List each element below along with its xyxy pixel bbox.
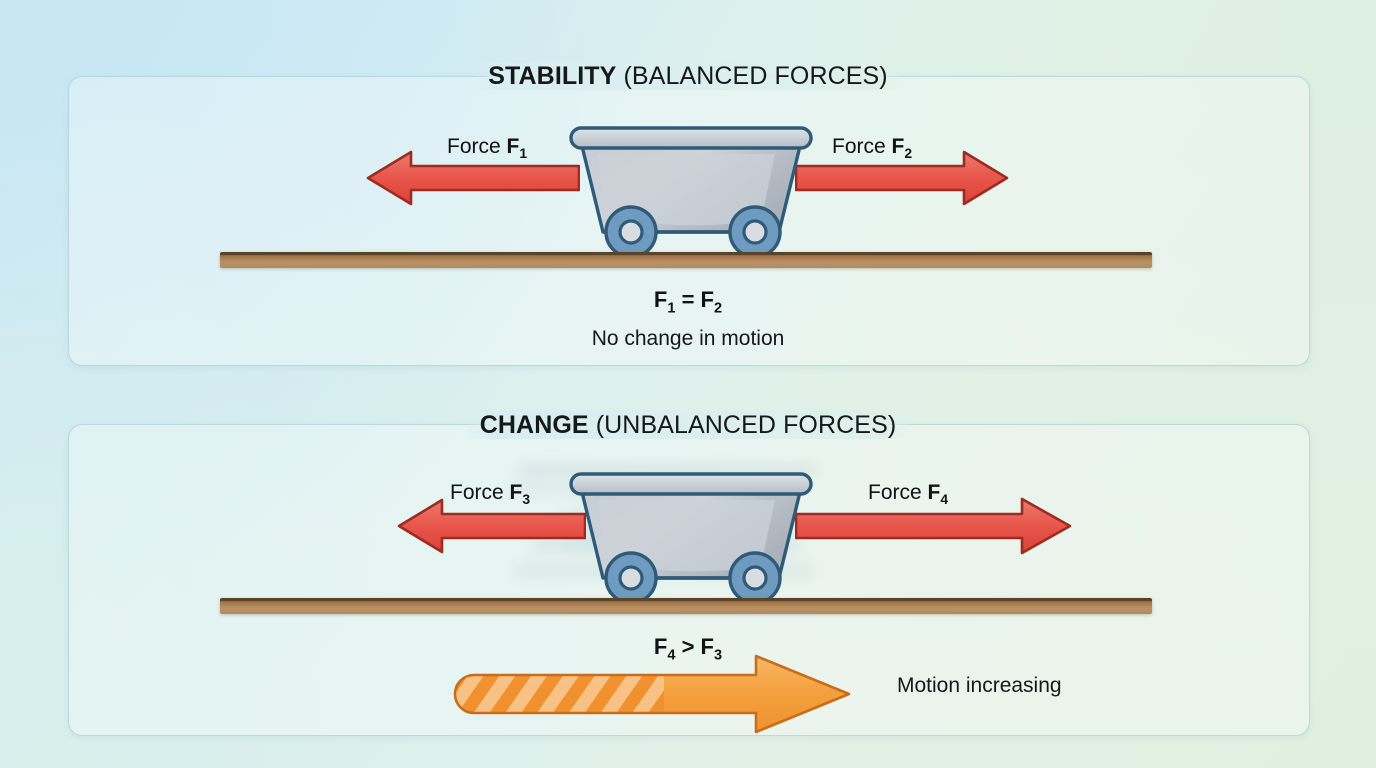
mine-cart-icon-change — [563, 466, 819, 606]
force-label-f2: Force F2 — [832, 135, 912, 161]
mine-cart-icon-stability — [563, 120, 819, 260]
motion-arrow-icon — [452, 653, 872, 735]
left-arrow-icon-f3 — [396, 496, 586, 556]
force-label-f3-symbol: F3 — [509, 481, 531, 508]
force-label-f2-symbol: F2 — [891, 135, 913, 162]
equation-change: F4 > F3 — [653, 634, 723, 664]
left-arrow-icon-f1 — [365, 148, 580, 208]
equation-stability: F1 = F2 — [653, 287, 723, 317]
panel-change-title-strong: CHANGE — [479, 411, 589, 439]
right-arrow-icon-f4 — [795, 496, 1073, 556]
panel-change-title: CHANGE (UNBALANCED FORCES) — [0, 411, 1376, 440]
ground-bar-icon-change — [220, 598, 1152, 614]
force-label-f4-prefix: Force — [868, 481, 928, 504]
panel-stability-title: STABILITY (BALANCED FORCES) — [0, 62, 1376, 91]
right-arrow-icon-f2 — [795, 148, 1010, 208]
force-label-f1-prefix: Force — [447, 135, 507, 158]
force-label-f2-prefix: Force — [832, 135, 892, 158]
force-label-f2-sub: 2 — [904, 145, 913, 162]
force-label-f4-sub: 4 — [940, 491, 949, 508]
force-label-f3: Force F3 — [450, 481, 530, 507]
force-label-f1: Force F1 — [447, 135, 527, 161]
panel-stability-title-light: (BALANCED FORCES) — [616, 62, 888, 90]
panel-change-title-light: (UNBALANCED FORCES) — [588, 411, 897, 439]
force-label-f3-prefix: Force — [450, 481, 510, 504]
force-label-f1-symbol: F1 — [506, 135, 528, 162]
force-label-f1-sub: 1 — [519, 145, 528, 162]
motion-increasing-label: Motion increasing — [897, 674, 1062, 697]
force-label-f3-sub: 3 — [522, 491, 531, 508]
force-label-f4: Force F4 — [868, 481, 948, 507]
panel-stability-title-strong: STABILITY — [488, 62, 617, 90]
ground-bar-icon-stability — [220, 252, 1152, 268]
force-label-f4-symbol: F4 — [927, 481, 949, 508]
caption-stability: No change in motion — [591, 327, 785, 350]
